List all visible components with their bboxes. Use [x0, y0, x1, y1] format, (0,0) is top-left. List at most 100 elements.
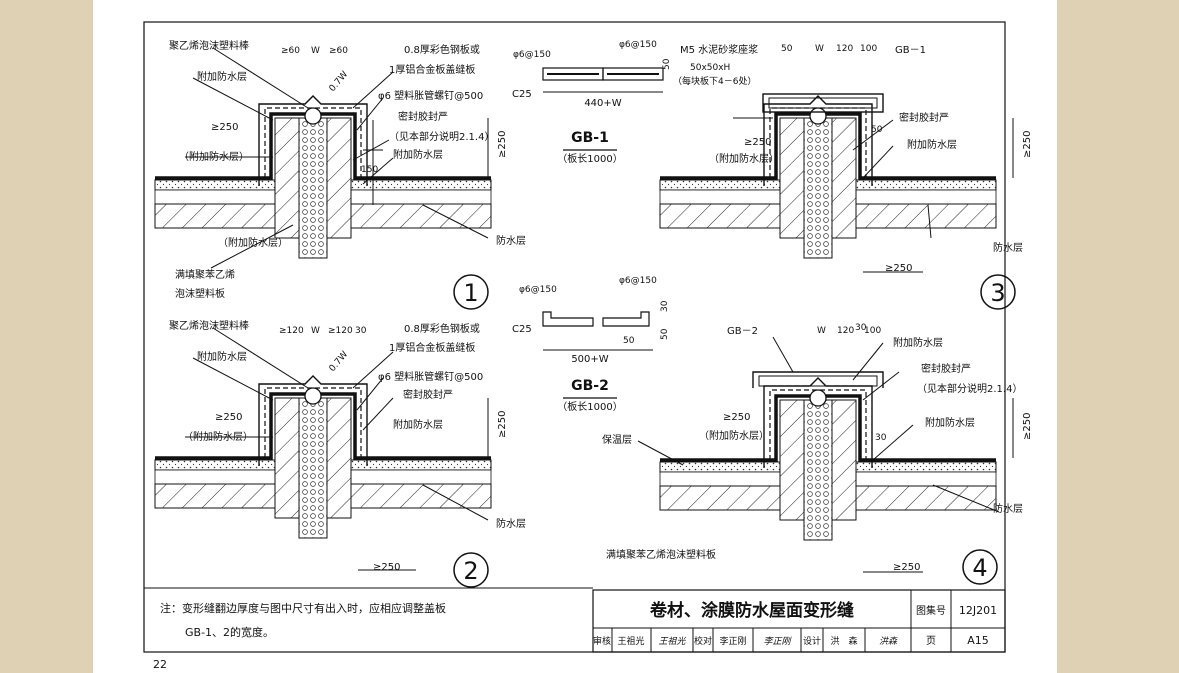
label-sealant-note-d4: （见本部分说明2.1.4） — [917, 382, 1022, 395]
titleblock-review: 审核 — [593, 635, 611, 647]
title-block: 卷材、涂膜防水屋面变形缝 图集号 12J201 页 A15 审核 王祖光 王祖光… — [592, 589, 1006, 653]
label-ge250-d1-note: （附加防水层） — [218, 236, 288, 249]
titleblock-title: 卷材、涂膜防水屋面变形缝 — [649, 600, 854, 621]
dim-07w-d1: 0.7W — [328, 70, 351, 94]
label-mortar2-d3: 50x50xH — [690, 63, 730, 73]
label-ge250-note-d3: （附加防水层） — [709, 152, 779, 165]
label-fill-d1: 满填聚苯乙烯 — [175, 268, 235, 281]
label-sealant-note-d1: （见本部分说明2.1.4） — [389, 130, 494, 143]
titleblock-checker: 李正刚 — [719, 635, 746, 647]
page-number: 22 — [153, 658, 167, 671]
gb1-length: （板长1000） — [557, 152, 622, 165]
gb1-section: φ6@150 φ6@150 50 C25 440+W GB-1 （板长1000） — [512, 40, 672, 165]
dim-50-d3: 50 — [781, 44, 793, 54]
titleblock-check: 校对 — [694, 635, 712, 647]
detail-number-1: 1 — [463, 279, 478, 307]
gb2-dim-50: 50 — [660, 328, 670, 340]
gb2-rebar-r: φ6@150 — [619, 276, 657, 286]
dim-30-d2: 30 — [355, 326, 367, 336]
titleblock-reviewer: 王祖光 — [617, 635, 644, 647]
label-mortar3-d3: （每块板下4－6处） — [673, 75, 756, 87]
label-foam-rod-d1: 聚乙烯泡沫塑料棒 — [169, 39, 249, 52]
gb2-dim-30: 30 — [660, 300, 670, 312]
titleblock-designer: 洪 森 — [830, 635, 857, 647]
label-mortar-d3: M5 水泥砂浆座浆 — [680, 43, 758, 56]
label-ge250-note-d2: （附加防水层） — [183, 430, 253, 443]
gb2-section: φ6@150 φ6@150 30 50 50 C25 500+W GB-2 （板… — [512, 276, 670, 413]
dim-150-d1: 150 — [361, 165, 378, 175]
dim-50b-d3: 50 — [871, 125, 883, 135]
note-line-1: 注：变形缝翻边厚度与图中尺寸有出入时，应相应调整盖板 — [160, 601, 446, 615]
label-ge250-d2: ≥250 — [215, 412, 242, 423]
drawing-canvas: （附加防水层） ≥250 （附加防水层） 聚乙烯泡沫塑料棒 附加防水层 0.8厚… — [143, 21, 1033, 671]
label-fill-d4: 满填聚苯乙烯泡沫塑料板 — [606, 548, 716, 561]
label-plate2-d2: 1厚铝合金板盖缝板 — [389, 341, 475, 354]
label-ge250-d1: ≥250 — [211, 122, 238, 133]
gb2-rebar-l: φ6@150 — [519, 285, 557, 295]
detail-2: 聚乙烯泡沫塑料棒 附加防水层 0.8厚彩色钢板或 1厚铝合金板盖缝板 φ6 塑料… — [153, 319, 526, 588]
dim-100-d3: 100 — [860, 44, 877, 54]
gb2-title: GB-2 — [571, 378, 609, 394]
label-gb1-d3: GB－1 — [895, 45, 926, 56]
titleblock-design: 设计 — [803, 635, 821, 647]
gb1-rebar-r: φ6@150 — [619, 40, 657, 50]
label-sealant-d4: 密封胶封严 — [921, 362, 971, 375]
label-v250-d2: ≥250 — [497, 411, 508, 438]
dim-120-d4: 120 — [837, 326, 854, 336]
dim-a-d2: ≥120 — [279, 326, 304, 336]
note-line-2: GB-1、2的宽度。 — [185, 625, 274, 639]
dim-b-d2: ≥120 — [328, 326, 353, 336]
dim-07w-d2: 0.7W — [328, 350, 351, 374]
label-ge250-note-d1: （附加防水层） — [179, 150, 249, 163]
label-h250-d2: ≥250 — [373, 562, 400, 573]
gb1-title: GB-1 — [571, 130, 609, 146]
detail-number-4: 4 — [972, 554, 987, 582]
label-ge250-note-d4: （附加防水层） — [699, 429, 769, 442]
gb1-dim-50: 50 — [662, 58, 672, 70]
label-add-wp-r-d1: 附加防水层 — [393, 148, 443, 161]
gb2-length: （板长1000） — [557, 400, 622, 413]
label-v250-d1: ≥250 — [497, 131, 508, 158]
detail-3: M5 水泥砂浆座浆 50x50xH （每块板下4－6处） GB－1 ≥250 （… — [658, 43, 1033, 310]
label-waterproof-d1: 防水层 — [496, 234, 526, 247]
label-h250-d3: ≥250 — [885, 263, 912, 274]
dim-w-d2: W — [311, 326, 320, 336]
dim-b-d1: ≥60 — [329, 46, 348, 56]
drawing-frame — [143, 21, 1006, 653]
label-fill2-d1: 泡沫塑料板 — [175, 287, 225, 300]
label-sealant-d2: 密封胶封严 — [403, 388, 453, 401]
dim-w-d4: W — [817, 326, 826, 336]
label-add-wp-d1: 附加防水层 — [197, 70, 247, 83]
label-waterproof-d2: 防水层 — [496, 517, 526, 530]
titleblock-atlas-label: 图集号 — [916, 604, 946, 617]
label-nail-d1: φ6 塑料胀管螺钉@500 — [378, 89, 483, 102]
label-plate2-d1: 1厚铝合金板盖缝板 — [389, 63, 475, 76]
gb1-rebar-l: φ6@150 — [513, 50, 551, 60]
label-sealant-d3: 密封胶封严 — [899, 111, 949, 124]
label-plate-d2: 0.8厚彩色钢板或 — [404, 322, 480, 335]
label-add-wp-r-d2: 附加防水层 — [393, 418, 443, 431]
drawing-sheet: （附加防水层） ≥250 （附加防水层） 聚乙烯泡沫塑料棒 附加防水层 0.8厚… — [93, 0, 1057, 673]
dim-w-d3: W — [815, 44, 824, 54]
label-add-wp-top-d4: 附加防水层 — [893, 336, 943, 349]
titleblock-page-label: 页 — [926, 635, 936, 647]
label-v250-d4: ≥250 — [1022, 413, 1033, 440]
label-ge250-d3: ≥250 — [744, 137, 771, 148]
label-waterproof-d4: 防水层 — [993, 502, 1023, 515]
gb2-c25: C25 — [512, 324, 532, 335]
label-add-wp-d2: 附加防水层 — [197, 350, 247, 363]
detail-4: GB－2 附加防水层 密封胶封严 （见本部分说明2.1.4） ≥250 （附加防… — [602, 323, 1033, 585]
label-gb2-d4: GB－2 — [727, 326, 758, 337]
dim-120-d3: 120 — [836, 44, 853, 54]
label-ge250-d4: ≥250 — [723, 412, 750, 423]
dim-w-d1: W — [311, 46, 320, 56]
titleblock-designer-sig: 洪森 — [879, 636, 898, 647]
label-h250-d4: ≥250 — [893, 562, 920, 573]
titleblock-page-no: A15 — [967, 634, 989, 647]
dim-a-d1: ≥60 — [281, 46, 300, 56]
label-add-wp-d4: 附加防水层 — [925, 416, 975, 429]
label-foam-rod-d2: 聚乙烯泡沫塑料棒 — [169, 319, 249, 332]
titleblock-reviewer-sig: 王祖光 — [658, 636, 686, 647]
titleblock-checker-sig: 李正刚 — [763, 636, 792, 647]
detail-number-2: 2 — [463, 557, 478, 585]
